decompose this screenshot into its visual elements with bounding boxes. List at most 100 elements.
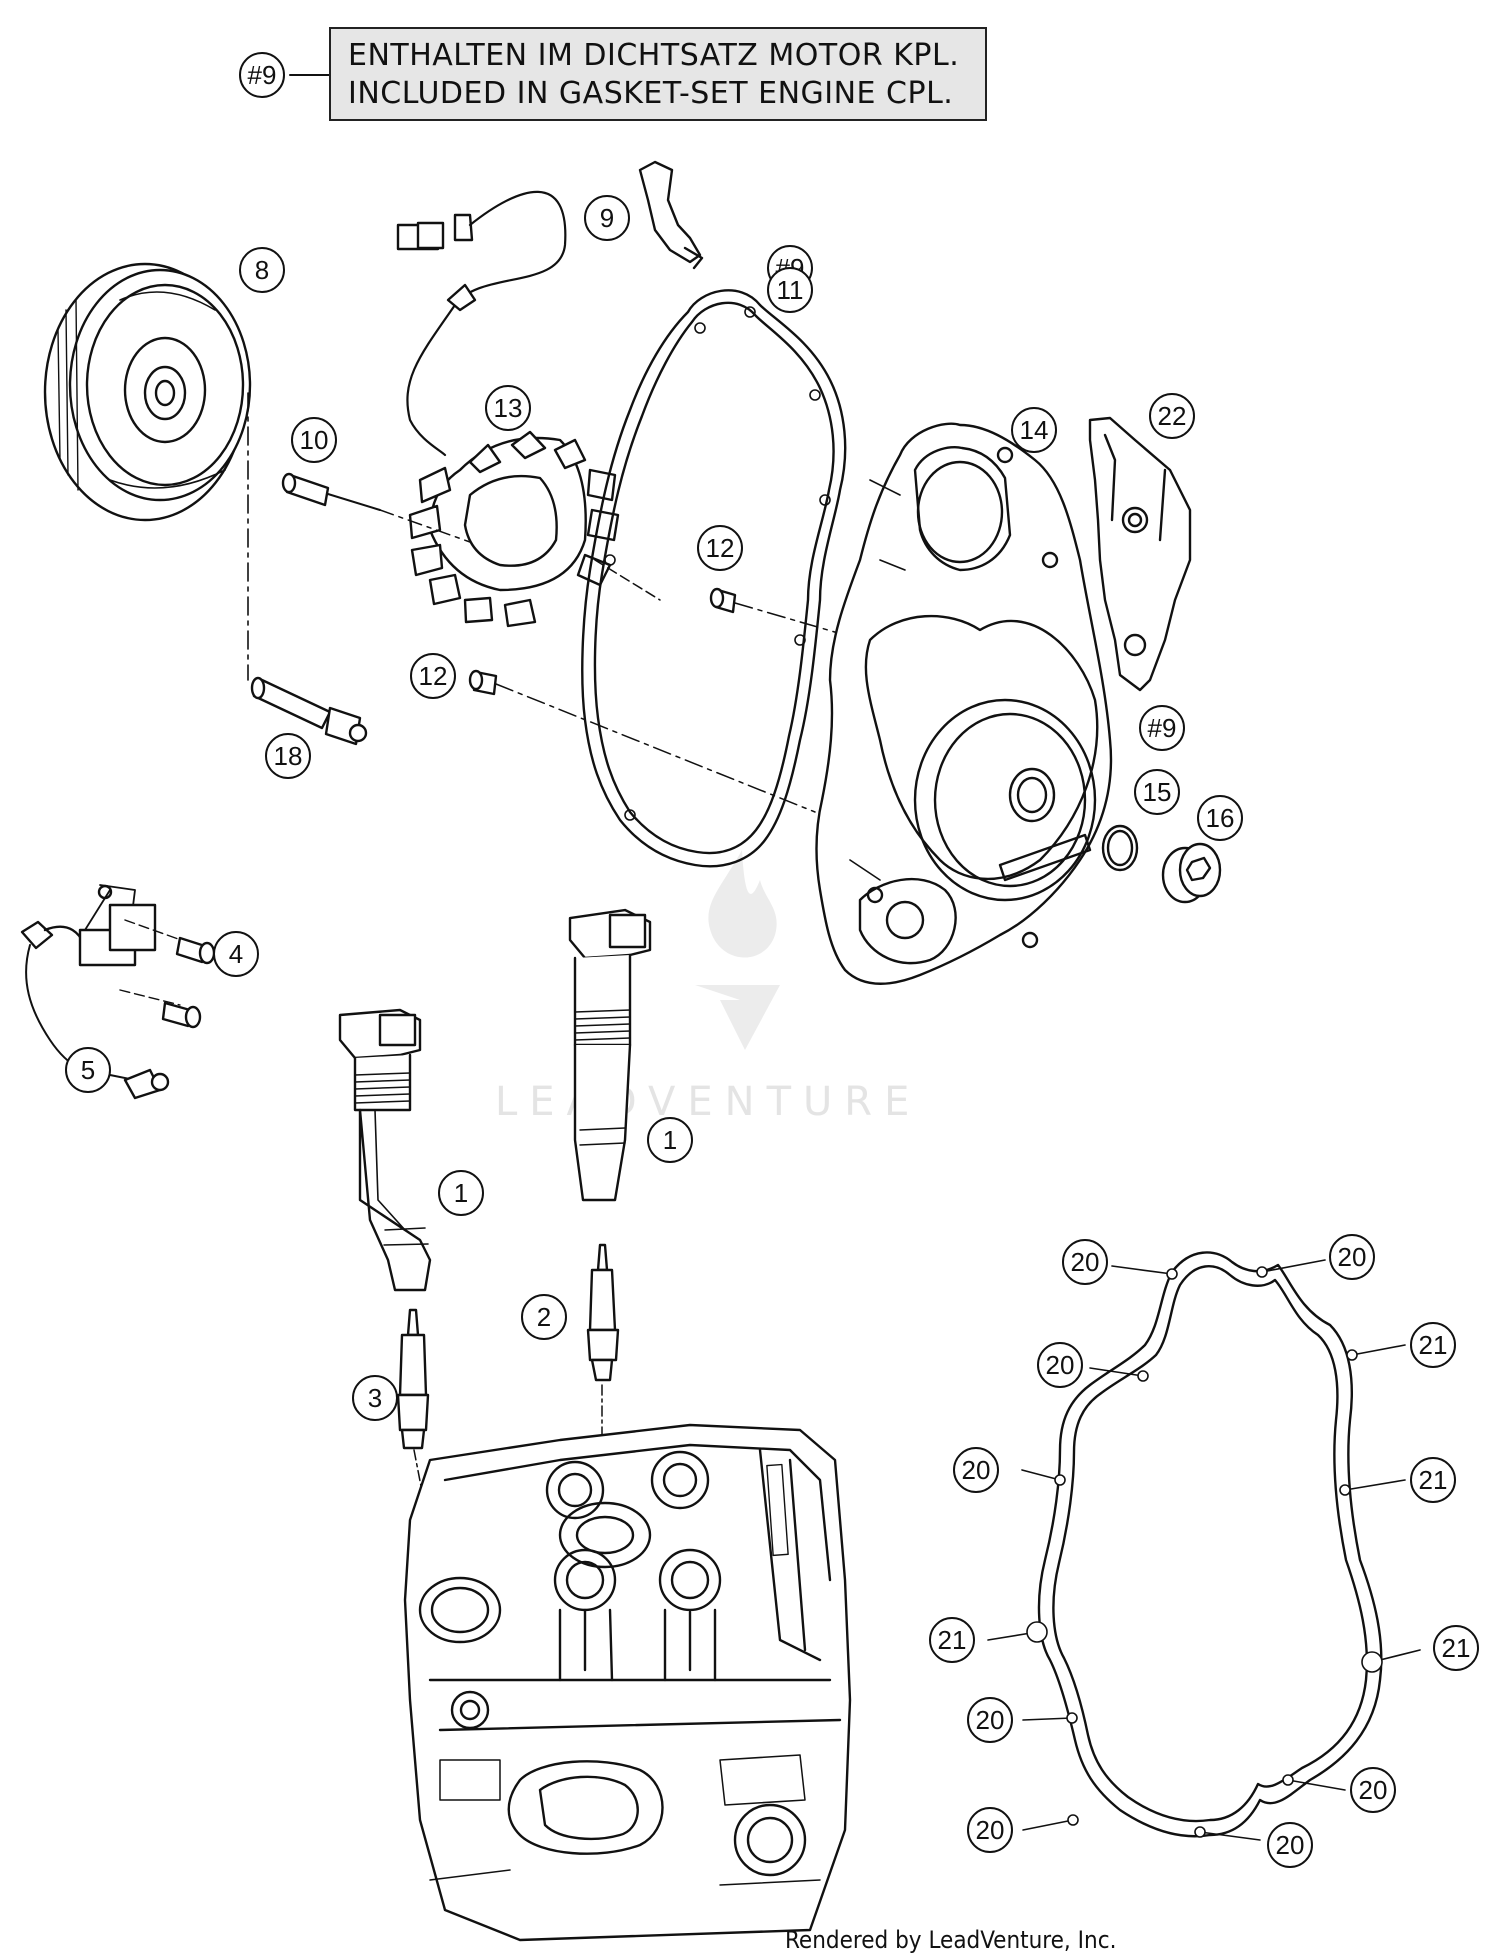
callout-circle — [1350, 1767, 1396, 1813]
callout-c5: 5 — [65, 1047, 111, 1093]
flywheel-bolt — [250, 676, 368, 746]
callout-circle — [1011, 407, 1057, 453]
ignition-cover — [815, 422, 1113, 985]
callout-label: 16 — [1206, 803, 1235, 833]
callout-label: 13 — [494, 393, 523, 423]
callout-c13: 13 — [485, 385, 531, 431]
callout-circle — [1149, 393, 1195, 439]
callout-g20e: 20 — [967, 1697, 1013, 1743]
callout-circle — [213, 931, 259, 977]
callout-label: 3 — [368, 1383, 382, 1413]
callout-circle — [584, 195, 630, 241]
callout-label: 20 — [962, 1455, 991, 1485]
callout-label: 14 — [1020, 415, 1049, 445]
callout-c18: 18 — [265, 733, 311, 779]
callout-g20b: 20 — [1329, 1234, 1375, 1280]
callout-label: 20 — [1338, 1242, 1367, 1272]
callout-circle — [239, 52, 285, 98]
callout-circle — [767, 267, 813, 313]
stator-assembly — [396, 190, 661, 628]
callout-c14: 14 — [1011, 407, 1057, 453]
callout-circle — [410, 653, 456, 699]
callout-label: 12 — [706, 533, 735, 563]
callout-label: 9 — [600, 203, 614, 233]
cylinder-head — [403, 1423, 852, 1942]
callout-label: 20 — [1359, 1775, 1388, 1805]
callout-circle — [239, 247, 285, 293]
gasket-leaders — [987, 1259, 1421, 1841]
callout-circle — [291, 417, 337, 463]
callout-c12a: 12 — [697, 525, 743, 571]
callout-label: 21 — [1442, 1633, 1471, 1663]
callout-label: 2 — [537, 1302, 551, 1332]
callout-g20h: 20 — [1267, 1822, 1313, 1868]
callout-circle — [967, 1807, 1013, 1853]
ignition-coil-right — [568, 908, 652, 1202]
callout-c12b: 12 — [410, 653, 456, 699]
flywheel-rotor — [43, 262, 252, 522]
callout-label: 4 — [229, 939, 243, 969]
leadventure-watermark: LEADVENTURE — [495, 850, 921, 1125]
cable-clip — [638, 160, 704, 270]
callout-c9c: #9 — [1139, 705, 1185, 751]
callout-label: 21 — [1419, 1330, 1448, 1360]
callout-g20f: 20 — [1350, 1767, 1396, 1813]
callout-g20d: 20 — [953, 1447, 999, 1493]
callout-group: #989#91113101422121218#91516451123202020… — [65, 52, 1479, 1868]
footer-credit: Rendered by LeadVenture, Inc. — [785, 1926, 1117, 1954]
callout-circle — [1267, 1822, 1313, 1868]
callout-label: #9 — [1148, 713, 1177, 743]
callout-c2: 2 — [521, 1294, 567, 1340]
callout-c4: 4 — [213, 931, 259, 977]
callout-g21d: 21 — [1433, 1625, 1479, 1671]
callout-note-ref: #9 — [239, 52, 285, 98]
callout-circle — [65, 1047, 111, 1093]
callout-label: 5 — [81, 1055, 95, 1085]
callout-circle — [953, 1447, 999, 1493]
callout-circle — [352, 1375, 398, 1421]
gasket-set-note: ENTHALTEN IM DICHTSATZ MOTOR KPL. INCLUD… — [329, 27, 987, 121]
callout-circle — [967, 1697, 1013, 1743]
callout-c10: 10 — [291, 417, 337, 463]
callout-c9: 9 — [584, 195, 630, 241]
callout-circle — [697, 525, 743, 571]
callout-label: 15 — [1143, 777, 1172, 807]
callout-circle — [1410, 1322, 1456, 1368]
callout-label: 1 — [663, 1125, 677, 1155]
callout-label: #9 — [248, 60, 277, 90]
watermark-text: LEADVENTURE — [495, 1079, 921, 1125]
callout-c8: 8 — [239, 247, 285, 293]
callout-g21a: 21 — [1410, 1322, 1456, 1368]
callout-c22: 22 — [1149, 393, 1195, 439]
callout-c3: 3 — [352, 1375, 398, 1421]
crankcase-gasket — [1037, 1251, 1383, 1838]
callout-circle — [265, 733, 311, 779]
callout-label: 20 — [976, 1705, 1005, 1735]
callout-label: 12 — [419, 661, 448, 691]
callout-label: 21 — [938, 1625, 967, 1655]
callout-c11: 11 — [767, 267, 813, 313]
callout-g20a: 20 — [1062, 1239, 1108, 1285]
callout-circle — [521, 1294, 567, 1340]
callout-g21b: 21 — [1410, 1457, 1456, 1503]
callout-label: 20 — [976, 1815, 1005, 1845]
callout-c15: 15 — [1134, 769, 1180, 815]
o-ring — [1101, 824, 1139, 872]
callout-circle — [1329, 1234, 1375, 1280]
callout-g20c: 20 — [1037, 1342, 1083, 1388]
callout-label: 20 — [1276, 1830, 1305, 1860]
guard-plate — [1088, 416, 1192, 692]
callout-c16: 16 — [1197, 795, 1243, 841]
callout-g20g: 20 — [967, 1807, 1013, 1853]
callout-circle — [1062, 1239, 1108, 1285]
callout-circle — [1197, 795, 1243, 841]
callout-circle — [1410, 1457, 1456, 1503]
callout-circle — [438, 1170, 484, 1216]
callout-label: 1 — [454, 1178, 468, 1208]
callout-label: 21 — [1419, 1465, 1448, 1495]
ignition-coil-left — [338, 1008, 432, 1292]
cover-gasket — [581, 289, 847, 868]
callout-circle — [1037, 1342, 1083, 1388]
note-line-english: INCLUDED IN GASKET-SET ENGINE CPL. — [348, 76, 954, 111]
